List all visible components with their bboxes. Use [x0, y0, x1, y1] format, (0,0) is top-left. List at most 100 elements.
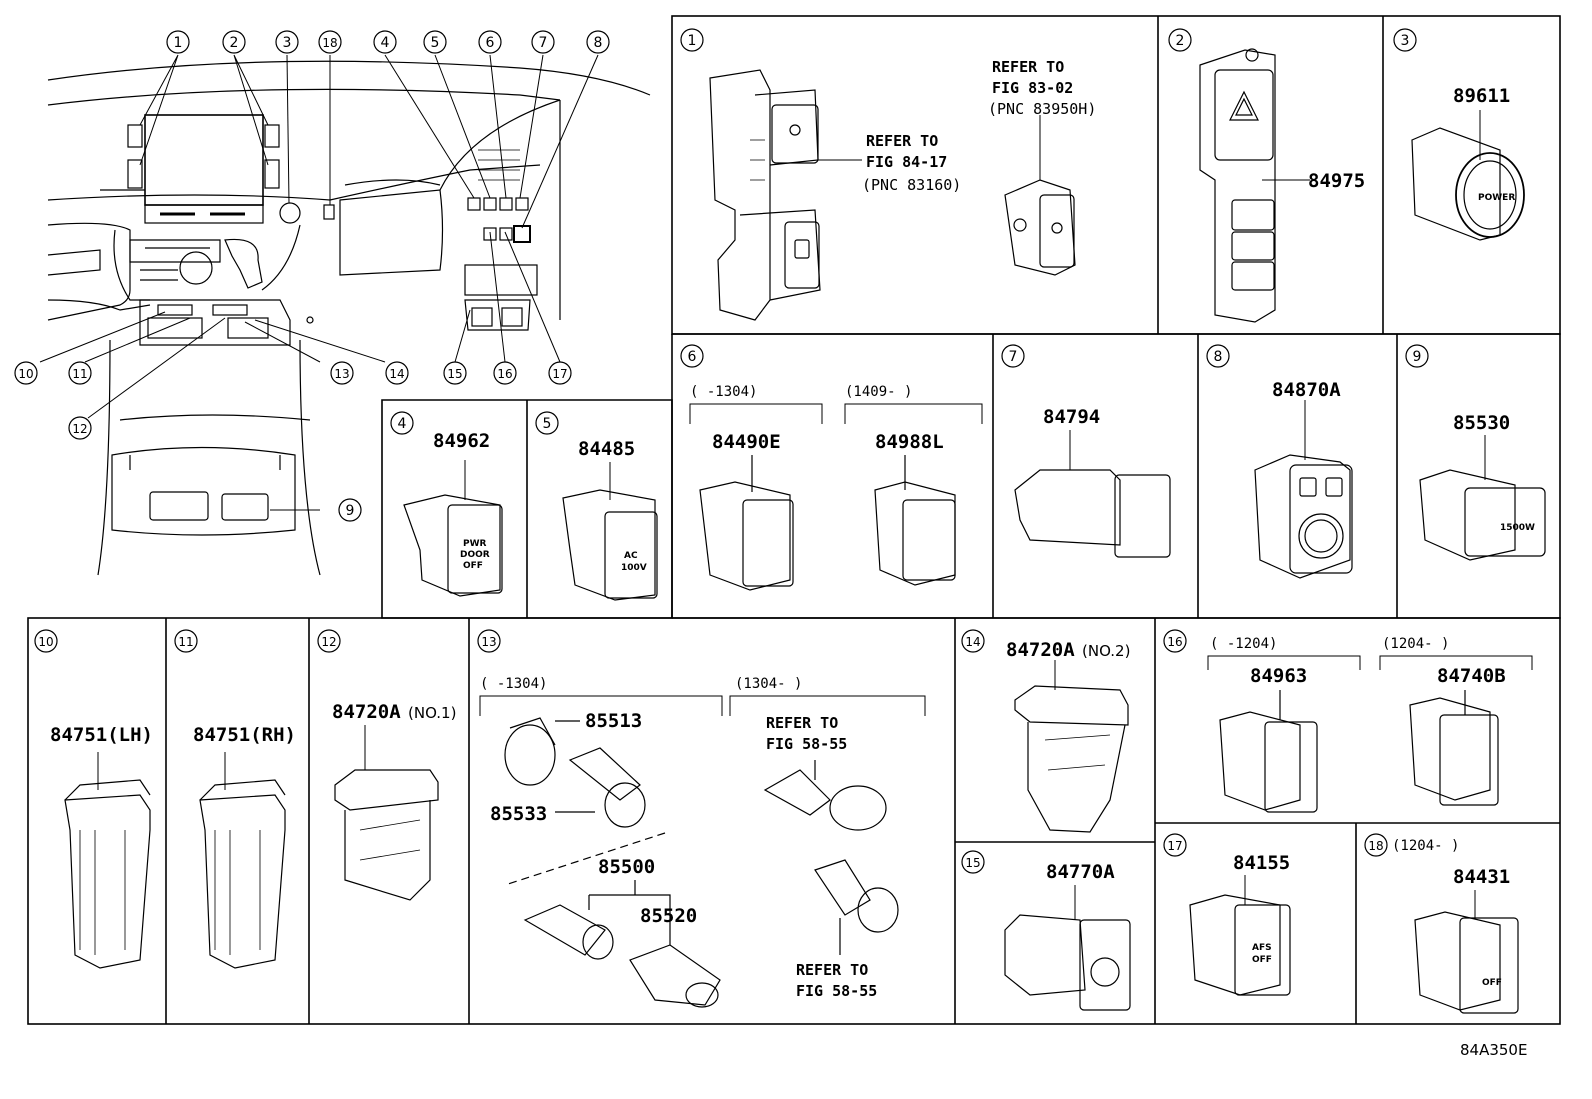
panel-2	[1199, 48, 1310, 323]
p13-ref-bot-2: FIG 58-55	[796, 982, 877, 1000]
panel-number-15: 15	[961, 850, 985, 874]
panel-grid	[27, 15, 1561, 1025]
svg-text:16: 16	[1167, 635, 1182, 649]
p13-part-85533: 85533	[490, 803, 547, 825]
svg-text:1: 1	[174, 35, 183, 51]
panel-number-6: 6	[680, 344, 704, 368]
panel-number-1: 1	[680, 28, 704, 52]
panel-3	[1411, 110, 1525, 241]
svg-text:17: 17	[1167, 839, 1182, 853]
p13-ref-top-2: FIG 58-55	[766, 735, 847, 753]
panel-number-3: 3	[1393, 28, 1417, 52]
p1-ref-b-2: FIG 83-02	[992, 79, 1073, 97]
panel-number-4: 4	[390, 411, 414, 435]
p5-part-number: 84485	[578, 438, 635, 460]
overview-callout-9: 9	[338, 498, 362, 522]
panel-12	[334, 725, 439, 901]
panel-number-9: 9	[1405, 344, 1429, 368]
p16-range-a: ( -1204)	[1210, 636, 1277, 652]
svg-text:5: 5	[543, 416, 552, 432]
p18-range: (1204- )	[1392, 838, 1459, 854]
svg-text:11: 11	[178, 635, 193, 649]
panel-number-13: 13	[477, 629, 501, 653]
p5-btn-1: AC	[624, 551, 638, 561]
p1-ref-a-3: (PNC 83160)	[862, 176, 961, 194]
p18-button-label: OFF	[1482, 978, 1502, 988]
p13-ref-top-1: REFER TO	[766, 714, 838, 732]
panel-number-5: 5	[535, 411, 559, 435]
svg-text:11: 11	[72, 367, 87, 381]
p13-ref-bot-1: REFER TO	[796, 961, 868, 979]
p4-btn-2: DOOR	[460, 550, 490, 560]
p15-part-number: 84770A	[1046, 861, 1115, 883]
overview-callout-8: 8	[586, 30, 610, 54]
p7-part-number: 84794	[1043, 406, 1100, 428]
svg-text:3: 3	[1401, 33, 1410, 49]
p16-part-a: 84963	[1250, 665, 1307, 687]
svg-text:7: 7	[1009, 349, 1018, 365]
svg-text:18: 18	[322, 36, 337, 50]
p4-part-number: 84962	[433, 430, 490, 452]
panel-17	[1189, 875, 1291, 996]
overview-callout-5: 5	[423, 30, 447, 54]
panel-number-10: 10	[34, 629, 58, 653]
svg-text:2: 2	[1176, 33, 1185, 49]
p6-range-b: (1409- )	[845, 384, 912, 400]
p17-btn-2: OFF	[1252, 955, 1272, 965]
svg-text:10: 10	[18, 367, 33, 381]
p9-button-label: 1500W	[1500, 523, 1535, 533]
p1-ref-b-1: REFER TO	[992, 58, 1064, 76]
p1-ref-a-2: FIG 84-17	[866, 153, 947, 171]
panel-number-2: 2	[1168, 28, 1192, 52]
p9-part-number: 85530	[1453, 412, 1510, 434]
panel-number-14: 14	[961, 629, 985, 653]
overview-callout-2: 2	[222, 30, 246, 54]
panel-number-12: 12	[317, 629, 341, 653]
svg-text:15: 15	[447, 367, 462, 381]
panel-6	[689, 403, 983, 591]
overview-callout-10: 10	[14, 361, 38, 385]
svg-text:18: 18	[1368, 839, 1383, 853]
panel-9	[1419, 435, 1546, 561]
overview-callout-14: 14	[385, 361, 409, 385]
figure-code: 84A350E	[1460, 1041, 1527, 1059]
overview-callout-13: 13	[330, 361, 354, 385]
overview-callout-3: 3	[275, 30, 299, 54]
p13-part-85513: 85513	[585, 710, 642, 732]
panel-number-17: 17	[1163, 833, 1187, 857]
panel-16	[1207, 655, 1533, 813]
panel-7	[1014, 430, 1171, 558]
p18-part-number: 84431	[1453, 866, 1510, 888]
p1-ref-b-3: (PNC 83950H)	[988, 100, 1096, 118]
svg-text:2: 2	[230, 35, 239, 51]
panel-5	[562, 462, 658, 601]
svg-text:13: 13	[481, 635, 496, 649]
p17-part-number: 84155	[1233, 852, 1290, 874]
svg-text:6: 6	[688, 349, 697, 365]
panel-number-11: 11	[174, 629, 198, 653]
panel-1	[709, 69, 1076, 321]
overview-callout-15: 15	[443, 361, 467, 385]
p3-button-label: POWER	[1478, 193, 1515, 203]
p11-part-number: 84751(RH)	[193, 724, 296, 746]
panel-13	[479, 695, 926, 1008]
p1-ref-a-1: REFER TO	[866, 132, 938, 150]
p13-range-b: (1304- )	[735, 676, 802, 692]
overview-callout-16: 16	[493, 361, 517, 385]
svg-text:14: 14	[389, 367, 404, 381]
p5-btn-2: 100V	[621, 563, 647, 573]
overview-callout-17: 17	[548, 361, 572, 385]
p6-part-a: 84490E	[712, 431, 781, 453]
panel-18	[1414, 890, 1519, 1014]
overview-callout-18: 18	[318, 30, 342, 54]
svg-text:5: 5	[431, 35, 440, 51]
svg-text:15: 15	[965, 856, 980, 870]
overview-callout-12: 12	[68, 416, 92, 440]
svg-text:6: 6	[486, 35, 495, 51]
panel-4	[403, 460, 503, 597]
svg-text:16: 16	[497, 367, 512, 381]
svg-text:4: 4	[381, 35, 390, 51]
p14-suffix: (NO.2)	[1082, 642, 1130, 660]
